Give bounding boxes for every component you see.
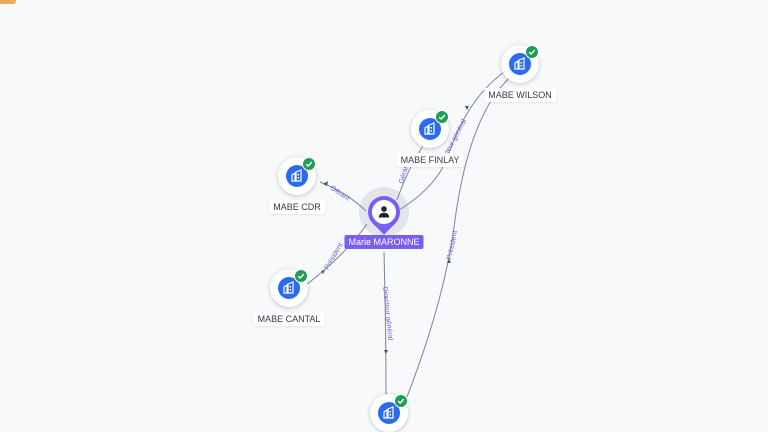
edge-president-bottom-wilson [404,73,515,403]
node-circle [411,110,449,148]
building-icon [278,277,300,299]
node-circle [278,157,316,195]
edge-president-cantal [305,223,368,286]
edge-gerant-finlay [396,142,426,201]
edge-label-cantal: Président [324,242,345,271]
edge-label-cdr: Gérant [329,185,351,203]
edge-arrow [384,350,388,354]
verified-check-icon [302,157,316,171]
verified-check-icon [394,394,408,408]
person-icon [372,200,396,224]
company-label: MABE CDR [269,200,325,214]
verified-check-icon [525,45,539,59]
edge-dg-wilson [398,69,508,211]
edge-label-bottom: Directeur général [381,286,394,341]
edge-label-bottom-wilson: Président [446,230,459,260]
building-icon [509,53,531,75]
company-label: MABE CANTAL [253,312,325,326]
node-circle [501,45,539,83]
edge-arrow [465,106,469,110]
building-icon [286,165,308,187]
corner-marker [0,0,16,4]
verified-check-icon [294,269,308,283]
person-name-label: Marie MARONNE [344,235,424,249]
node-circle [370,394,408,432]
company-label: MABE FINLAY [396,153,464,167]
verified-check-icon [435,110,449,124]
node-circle [270,269,308,307]
edge-arrow [321,270,325,274]
building-icon [419,118,441,140]
edge-dg-bottom [383,251,387,399]
edge-arrow [323,181,328,186]
company-label: MABE WILSON [484,88,556,102]
edge-arrow [447,259,451,263]
building-icon [378,402,400,424]
